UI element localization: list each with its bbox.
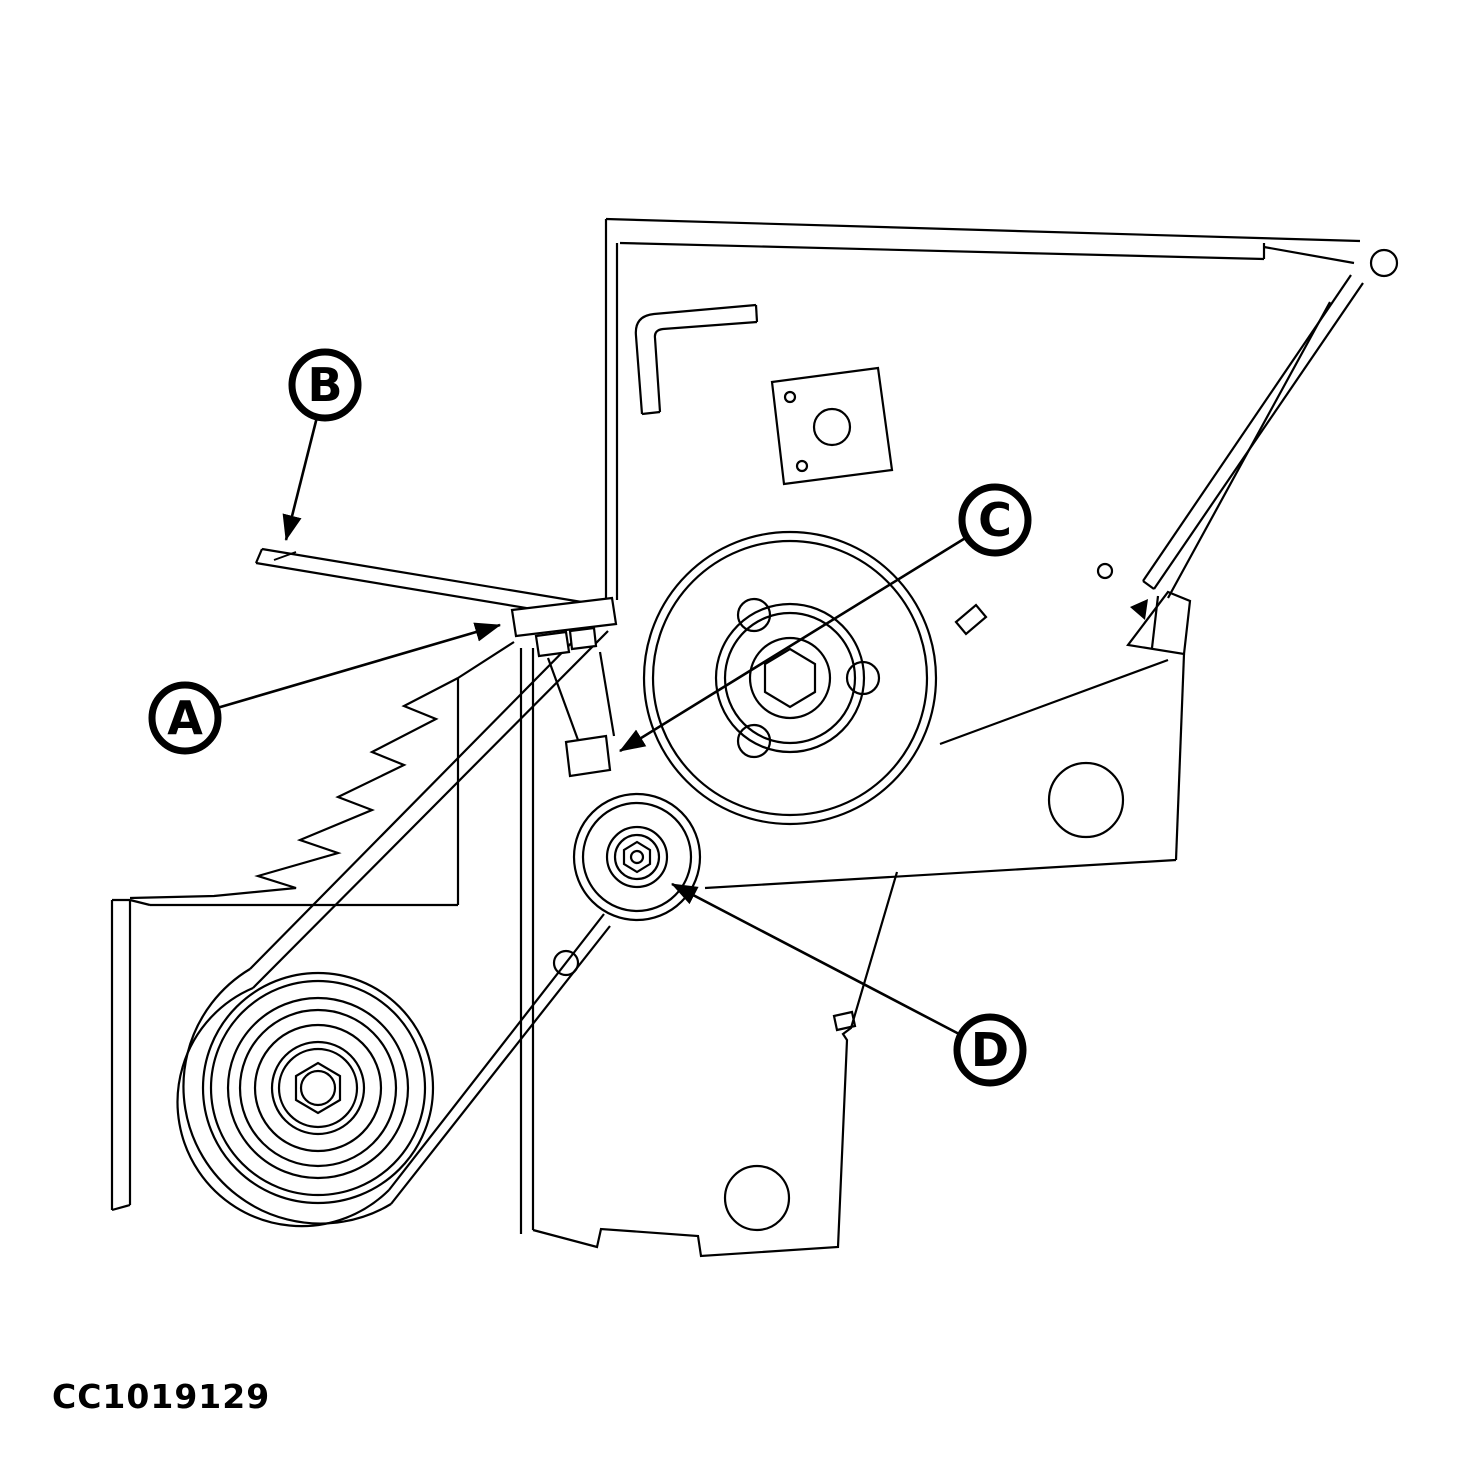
ball-stud xyxy=(1369,248,1399,278)
belt-keeper-tab xyxy=(564,734,612,778)
idler-pulley xyxy=(572,792,702,922)
bracket-small-hole xyxy=(552,949,580,977)
callout-c: C xyxy=(958,483,1032,557)
callout-a-label: A xyxy=(167,691,203,745)
idler-hex-nut xyxy=(622,840,652,874)
flange-tab xyxy=(1126,590,1192,656)
callout-a: A xyxy=(148,681,222,755)
break-line-panel xyxy=(129,641,515,907)
callout-a-circle xyxy=(148,681,222,755)
zigzag-break-line xyxy=(129,677,459,900)
lower-bracket xyxy=(519,648,899,1258)
tension-rod xyxy=(1142,248,1399,590)
lower-hex-nut xyxy=(294,1061,342,1115)
callout-d-circle xyxy=(953,1013,1027,1087)
left-panel-strip xyxy=(110,898,132,1212)
stud-pin xyxy=(954,603,988,636)
bolt-hole xyxy=(845,660,881,696)
bolt-hole xyxy=(736,723,772,759)
belt-guide-bracket xyxy=(510,596,618,658)
small-hole xyxy=(1096,562,1114,580)
bracket-slot xyxy=(832,1010,857,1032)
callout-b: B xyxy=(288,348,362,422)
panel-hole xyxy=(1047,761,1125,839)
callout-leaders xyxy=(216,416,968,1037)
callout-b-leader xyxy=(282,416,319,542)
bracket-hole xyxy=(723,1164,791,1232)
callout-d: D xyxy=(953,1013,1027,1087)
center-hex-nut xyxy=(763,647,817,709)
figure-code: CC1019129 xyxy=(52,1377,270,1416)
bolt-hole xyxy=(736,597,772,633)
plate-hole xyxy=(812,407,852,447)
lower-pulley xyxy=(201,971,435,1205)
housing-panel xyxy=(604,217,1361,890)
callout-a-leader xyxy=(216,622,502,710)
u-handle xyxy=(634,303,759,416)
callout-b-tick xyxy=(273,551,297,561)
callout-d-leader xyxy=(671,882,962,1037)
callout-c-label: C xyxy=(978,493,1012,547)
callout-c-leader xyxy=(619,535,968,753)
callout-b-circle xyxy=(288,348,362,422)
callout-b-label: B xyxy=(307,358,342,412)
mounting-plate xyxy=(770,366,894,486)
callout-d-label: D xyxy=(971,1023,1009,1077)
drive-pulley xyxy=(642,530,938,826)
callout-c-circle xyxy=(958,483,1032,557)
